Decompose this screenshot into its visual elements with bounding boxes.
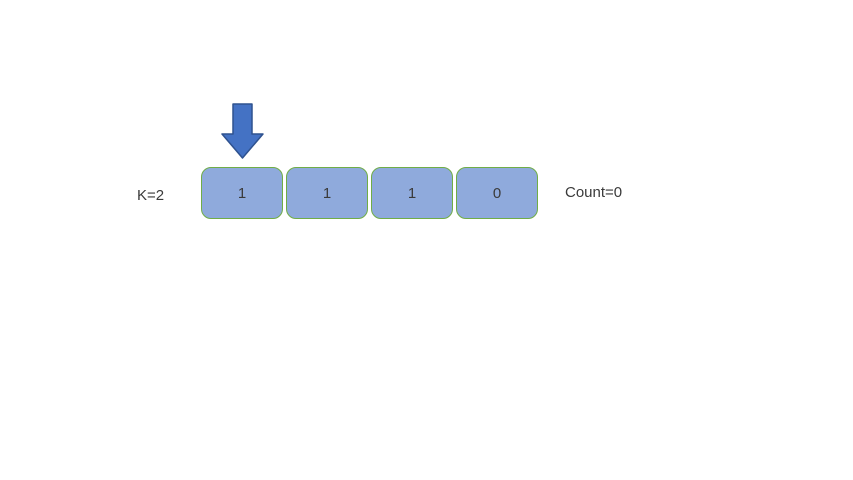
- down-arrow-icon: [221, 103, 264, 160]
- array-cell: 1: [286, 167, 368, 219]
- cell-value: 1: [237, 184, 247, 202]
- array-cell: 1: [201, 167, 283, 219]
- array-row: 1 1 1 0: [201, 167, 538, 219]
- array-cell: 0: [456, 167, 538, 219]
- cell-value: 0: [492, 184, 502, 202]
- cell-value: 1: [407, 184, 417, 202]
- k-label: K=2: [137, 187, 165, 204]
- count-label: Count=0: [565, 184, 623, 201]
- cell-value: 1: [322, 184, 332, 202]
- array-cell: 1: [371, 167, 453, 219]
